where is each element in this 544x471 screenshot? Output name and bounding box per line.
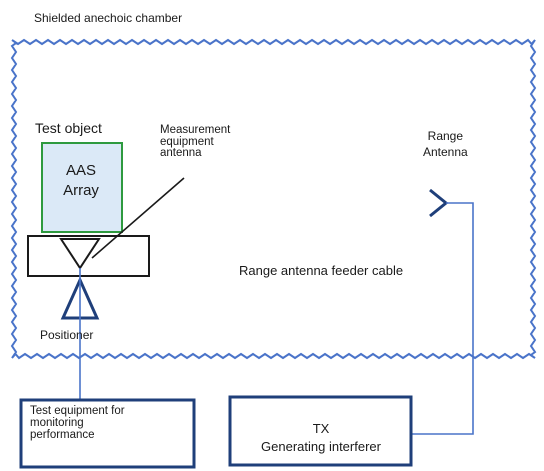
range-antenna-label: Range Antenna <box>423 129 468 160</box>
measurement-antenna-pointer <box>91 177 185 259</box>
test-equipment-box <box>19 398 196 469</box>
feeder-cable-label: Range antenna feeder cable <box>239 263 404 278</box>
feeder-cable <box>411 202 474 435</box>
chamber-absorber-border <box>10 38 537 360</box>
aas-array-label: AAS Array <box>63 162 99 200</box>
aas-array-box <box>41 142 123 233</box>
test-equipment-label: Test equipment for monitoring performanc… <box>30 405 125 442</box>
measurement-antenna-label: Measurement equipment antenna <box>160 124 231 159</box>
chamber-title: Shielded anechoic chamber <box>34 11 183 25</box>
tx-box-label: TX Generating interferer <box>261 421 381 454</box>
tx-box <box>228 395 413 467</box>
measurement-antenna <box>59 238 101 270</box>
test-object-label: Test object <box>35 120 102 136</box>
positioner-label: Positioner <box>40 328 94 342</box>
